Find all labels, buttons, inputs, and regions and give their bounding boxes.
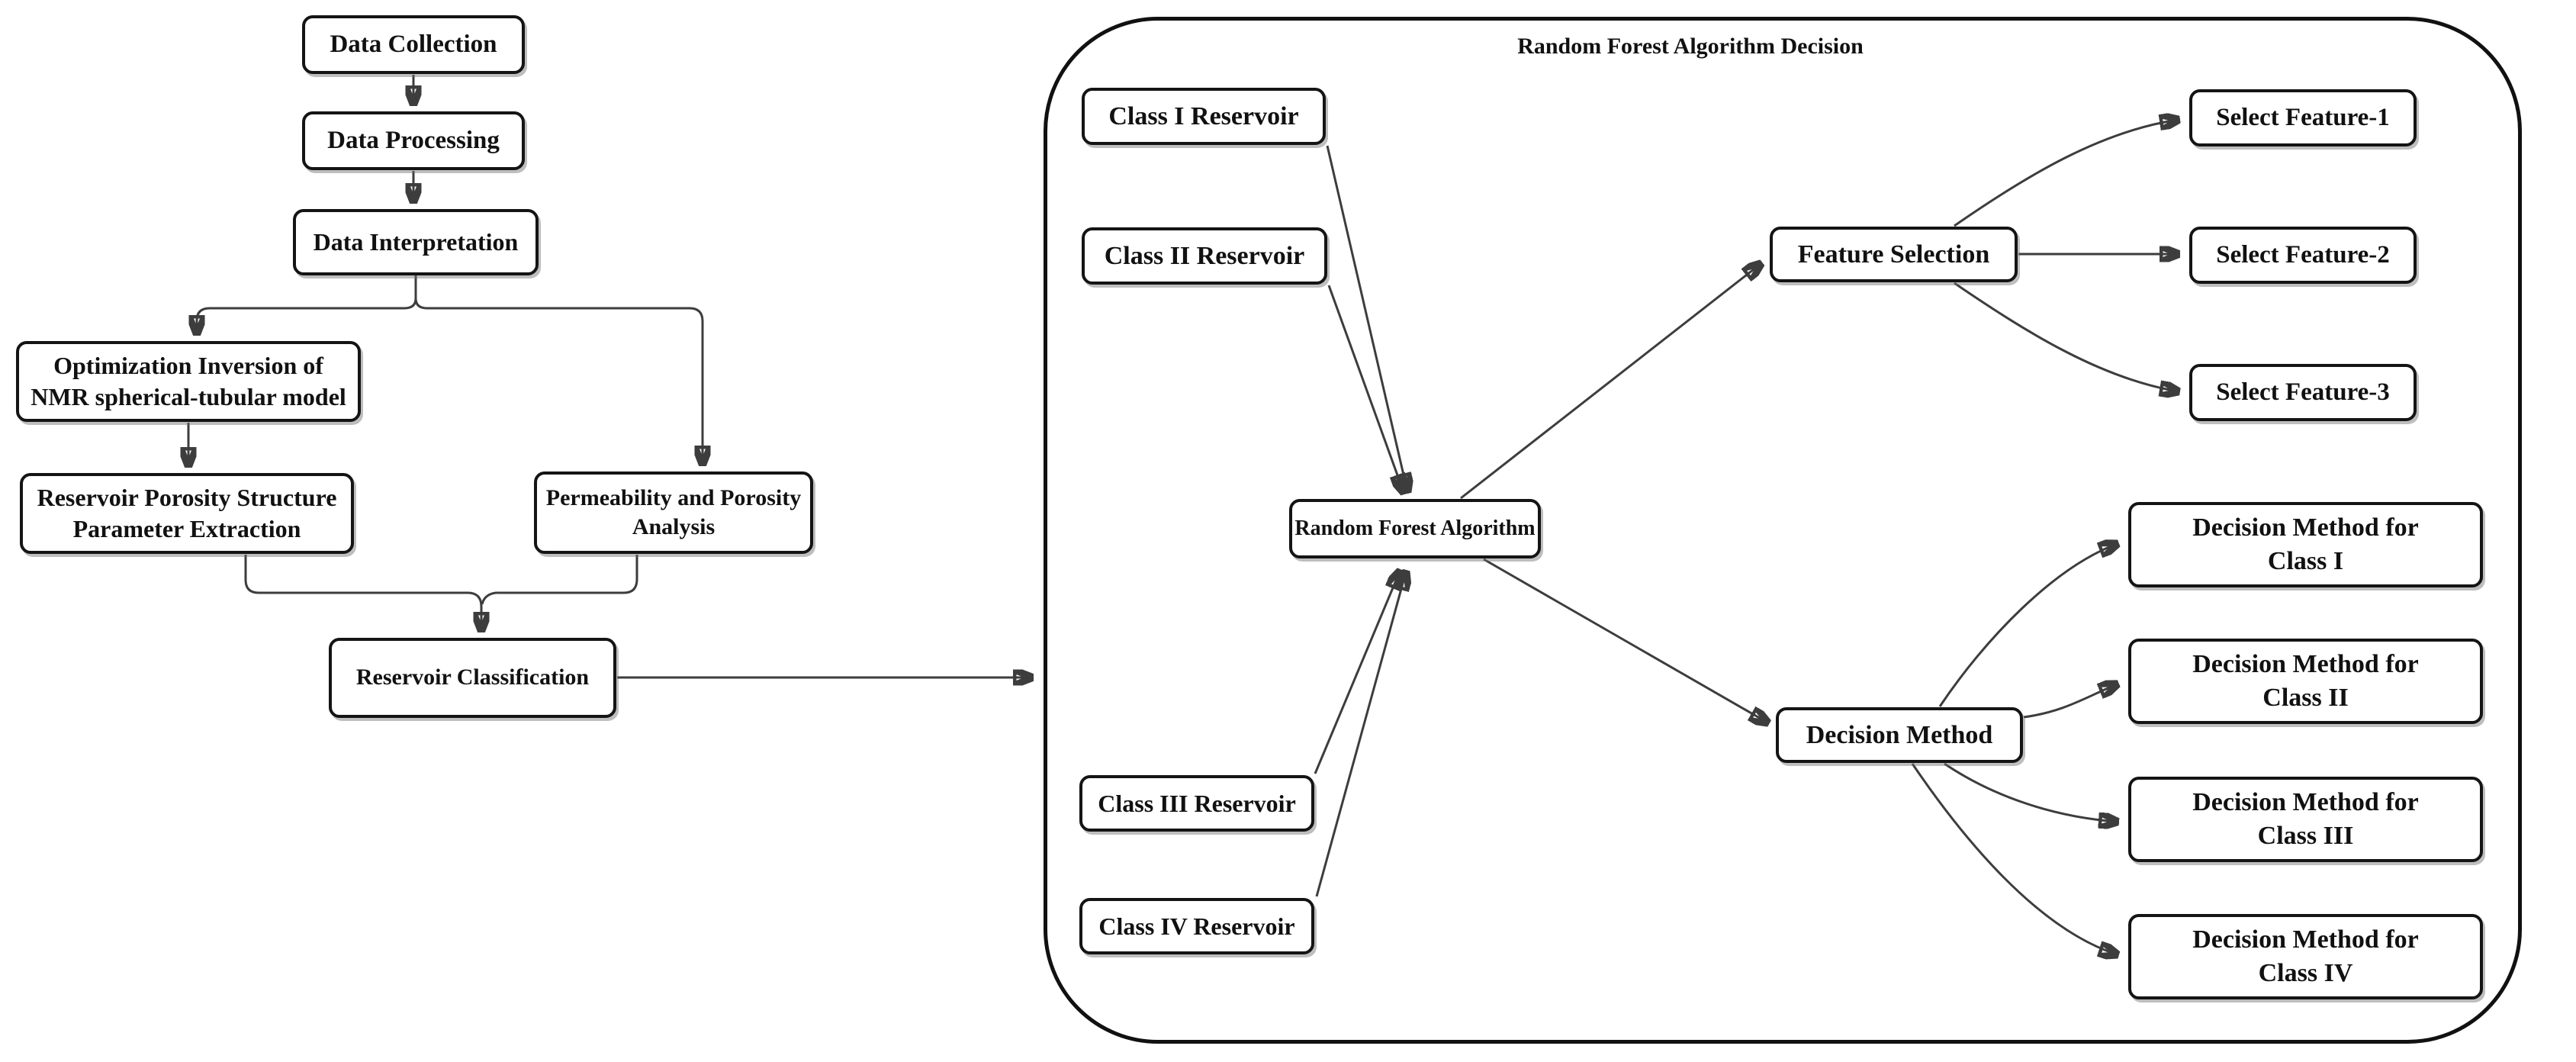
- edge-dm-to-decision-class-i: [1938, 544, 2117, 707]
- node-data-interpretation: Data Interpretation: [293, 209, 539, 275]
- node-select-feature-2: Select Feature-2: [2189, 227, 2417, 284]
- edge-permeability-to-merge: [481, 555, 638, 605]
- edge-dm-to-decision-class-iii: [1944, 762, 2117, 822]
- node-class-i-reservoir: Class I Reservoir: [1082, 88, 1326, 145]
- edge-dm-to-decision-class-iv: [1911, 763, 2117, 954]
- node-label: Decision Method for: [2192, 925, 2419, 954]
- node-label: Data Processing: [327, 127, 500, 155]
- node-label: Select Feature-1: [2216, 104, 2390, 132]
- edge-rfa-to-decision-method: [1483, 558, 1767, 722]
- node-label: Decision Method: [1806, 720, 1993, 749]
- node-select-feature-1: Select Feature-1: [2189, 89, 2417, 146]
- edge-dm-to-decision-class-ii: [2023, 684, 2117, 719]
- node-label: Permeability and Porosity: [545, 484, 802, 510]
- node-label: Class I Reservoir: [1108, 101, 1299, 130]
- node-label: Select Feature-3: [2216, 378, 2390, 407]
- node-label: Class II Reservoir: [1104, 241, 1305, 270]
- node-label: Parameter Extraction: [72, 515, 301, 542]
- edge-class-iv-to-rfa: [1315, 572, 1406, 897]
- node-random-forest-algorithm: Random Forest Algorithm: [1289, 499, 1541, 558]
- node-label: Data Collection: [330, 31, 497, 59]
- node-select-feature-3: Select Feature-3: [2189, 364, 2417, 421]
- edge-rfa-to-feature-selection: [1460, 264, 1761, 500]
- node-label: Reservoir Classification: [355, 665, 590, 690]
- node-label: Data Interpretation: [313, 228, 519, 256]
- node-data-collection: Data Collection: [302, 15, 525, 74]
- node-optimization-inversion: Optimization Inversion of NMR spherical-t…: [16, 341, 361, 422]
- edge-fs-to-select-feature-3: [1954, 282, 2178, 391]
- random-forest-group-frame: [1044, 17, 2522, 1044]
- node-label: Class IV Reservoir: [1098, 912, 1295, 940]
- node-label: Class III: [2257, 822, 2354, 850]
- node-label: Optimization Inversion of: [53, 352, 323, 380]
- edge-class-i-to-rfa: [1326, 145, 1407, 491]
- node-label: Class III Reservoir: [1098, 789, 1296, 817]
- node-label: Class II: [2262, 684, 2349, 712]
- edge-split-to-optimization: [197, 298, 417, 333]
- node-label: Decision Method for: [2192, 513, 2419, 542]
- node-class-ii-reservoir: Class II Reservoir: [1082, 227, 1327, 285]
- edge-fs-to-select-feature-1: [1954, 120, 2178, 227]
- node-class-iv-reservoir: Class IV Reservoir: [1079, 898, 1314, 954]
- node-label: Select Feature-2: [2216, 241, 2390, 269]
- node-decision-method: Decision Method: [1776, 707, 2023, 763]
- node-label: Reservoir Porosity Structure: [37, 484, 337, 512]
- node-data-processing: Data Processing: [302, 111, 525, 170]
- node-class-iii-reservoir: Class III Reservoir: [1079, 775, 1314, 832]
- node-label: Class IV: [2258, 959, 2353, 987]
- node-reservoir-classification: Reservoir Classification: [329, 638, 616, 718]
- group-title: Random Forest Algorithm Decision: [1517, 34, 1864, 59]
- node-label: Decision Method for: [2192, 788, 2419, 817]
- node-feature-selection: Feature Selection: [1770, 227, 2018, 282]
- edge-class-iii-to-rfa: [1314, 571, 1400, 774]
- node-label: Feature Selection: [1797, 240, 1990, 269]
- node-label: NMR spherical-tubular model: [31, 383, 346, 410]
- edge-class-ii-to-rfa: [1327, 285, 1404, 492]
- node-label: Analysis: [632, 514, 716, 539]
- node-label: Random Forest Algorithm: [1294, 517, 1536, 541]
- node-label: Decision Method for: [2192, 650, 2419, 679]
- node-label: Class I: [2267, 547, 2344, 575]
- edge-porosity-to-classification: [244, 555, 481, 630]
- edge-split-to-permeability: [414, 298, 703, 464]
